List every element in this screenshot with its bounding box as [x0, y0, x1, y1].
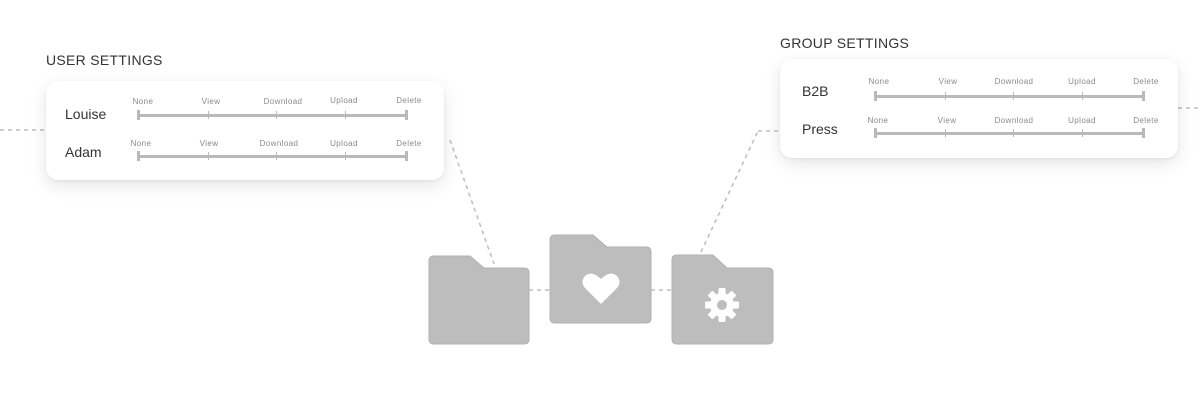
- slider-tick[interactable]: [137, 110, 140, 120]
- level-label-delete: Delete: [1133, 116, 1159, 125]
- level-label-download: Download: [259, 139, 299, 148]
- level-label-none: None: [132, 97, 154, 106]
- level-label-delete: Delete: [396, 139, 422, 148]
- permission-slider[interactable]: [137, 151, 408, 161]
- slider-tick[interactable]: [874, 91, 877, 101]
- level-label-view: View: [938, 77, 958, 86]
- slider-tick[interactable]: [945, 92, 946, 100]
- level-label-upload: Upload: [1068, 116, 1096, 125]
- level-label-upload: Upload: [1068, 77, 1096, 86]
- slider-tick[interactable]: [405, 110, 408, 120]
- level-label-delete: Delete: [396, 96, 422, 105]
- folder-icon[interactable]: [428, 254, 530, 346]
- slider-tick[interactable]: [874, 128, 877, 138]
- level-label-upload: Upload: [330, 139, 358, 148]
- level-label-none: None: [868, 77, 890, 86]
- slider-tick[interactable]: [345, 111, 346, 119]
- slider-tick[interactable]: [208, 152, 209, 160]
- level-label-view: View: [201, 97, 221, 106]
- slider-tick[interactable]: [345, 152, 346, 160]
- level-label-download: Download: [994, 77, 1034, 86]
- user-settings-card: Louise None View Download Upload Delete …: [46, 81, 444, 180]
- level-label-none: None: [867, 116, 889, 125]
- user-name: Louise: [65, 106, 107, 122]
- user-settings-title: USER SETTINGS: [46, 52, 163, 68]
- user-row-louise: Louise None View Download Upload Delete: [46, 93, 444, 129]
- level-label-download: Download: [994, 116, 1034, 125]
- group-settings-title: GROUP SETTINGS: [780, 35, 910, 51]
- connector-gear-to-group: [700, 130, 759, 253]
- permission-slider[interactable]: [874, 128, 1145, 138]
- slider-tick[interactable]: [208, 111, 209, 119]
- group-name: B2B: [802, 83, 829, 99]
- group-row-b2b: B2B None View Download Upload Delete: [780, 71, 1178, 107]
- level-label-view: View: [199, 139, 219, 148]
- level-label-upload: Upload: [330, 96, 358, 105]
- group-row-press: Press None View Download Upload Delete: [780, 111, 1178, 147]
- user-name: Adam: [65, 144, 102, 160]
- permission-slider[interactable]: [874, 91, 1145, 101]
- connector-user-to-folder: [449, 139, 495, 265]
- level-label-delete: Delete: [1133, 77, 1159, 86]
- gear-folder-icon[interactable]: [671, 254, 774, 346]
- user-row-adam: Adam None View Download Upload Delete: [46, 136, 444, 172]
- slider-tick[interactable]: [1142, 91, 1145, 101]
- slider-tick[interactable]: [945, 129, 946, 137]
- level-label-none: None: [130, 139, 152, 148]
- slider-tick[interactable]: [1013, 92, 1014, 100]
- slider-tick[interactable]: [1013, 129, 1014, 137]
- group-name: Press: [802, 121, 838, 137]
- heart-folder-icon[interactable]: [549, 234, 652, 325]
- level-label-view: View: [937, 116, 957, 125]
- slider-tick[interactable]: [276, 152, 277, 160]
- slider-tick[interactable]: [276, 111, 277, 119]
- group-settings-card: B2B None View Download Upload Delete Pre…: [780, 59, 1178, 158]
- slider-tick[interactable]: [137, 151, 140, 161]
- heart-icon: [582, 273, 620, 304]
- permission-slider[interactable]: [137, 110, 408, 120]
- gear-icon: [705, 288, 739, 322]
- level-label-download: Download: [263, 97, 303, 106]
- slider-tick[interactable]: [1082, 92, 1083, 100]
- slider-tick[interactable]: [405, 151, 408, 161]
- slider-tick[interactable]: [1142, 128, 1145, 138]
- slider-tick[interactable]: [1082, 129, 1083, 137]
